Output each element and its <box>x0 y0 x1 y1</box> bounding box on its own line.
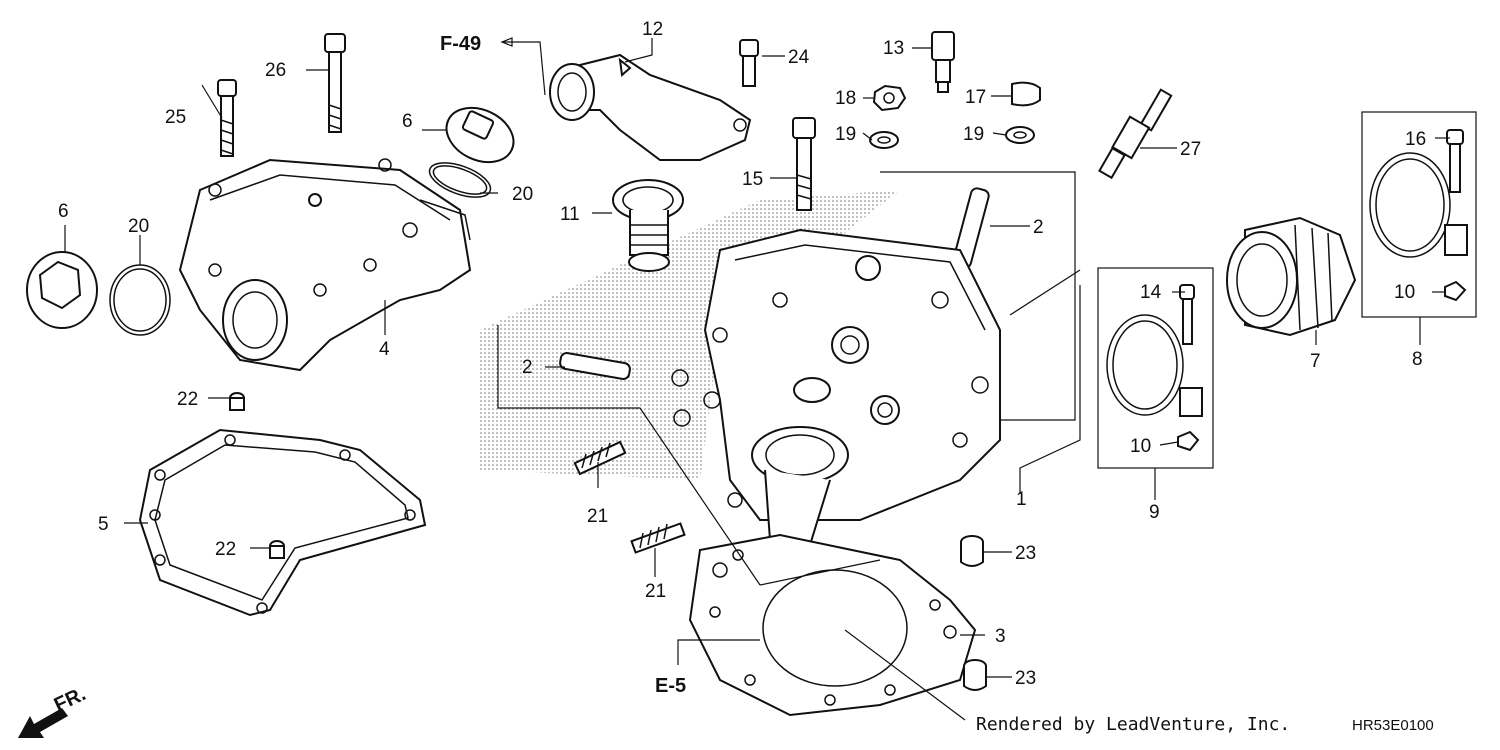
dowel-22-top-part <box>229 392 245 411</box>
callout-4: 4 <box>379 339 390 360</box>
spark-plug-part <box>1098 88 1173 180</box>
leader-lines <box>64 38 1450 721</box>
callout-27: 27 <box>1180 139 1201 160</box>
o-ring-left-part <box>109 264 171 336</box>
washer-19-right-part <box>1005 126 1035 144</box>
callout-21-lower: 21 <box>645 581 666 602</box>
ref-top-arrow-icon <box>500 37 513 47</box>
callout-6-left: 6 <box>58 201 69 222</box>
callout-22-upper: 22 <box>177 389 198 410</box>
callout-10-box8: 10 <box>1394 282 1415 303</box>
sensor-13-part <box>931 31 955 93</box>
group-8-box <box>1361 111 1477 318</box>
bolt-26-part <box>324 33 346 133</box>
o-ring-top-part <box>428 162 492 198</box>
callout-labels: 1 2 2 3 4 5 6 6 7 8 9 10 10 11 12 13 14 … <box>58 19 1426 689</box>
callout-5: 5 <box>98 514 109 535</box>
dowel-23-lower-part <box>963 659 987 691</box>
callout-2-upper: 2 <box>1033 217 1044 238</box>
callout-11: 11 <box>560 204 580 225</box>
head-gasket-part <box>688 533 977 717</box>
plug-top-part <box>445 106 515 164</box>
group-9-box <box>1097 267 1214 469</box>
head-cover-part <box>178 158 472 372</box>
insulator-part <box>1226 216 1357 337</box>
reference-labels: F-49 E-5 <box>440 33 686 697</box>
callout-25: 25 <box>165 107 186 128</box>
diagram-code: HR53E0100 <box>1352 717 1434 734</box>
callout-9: 9 <box>1149 502 1160 523</box>
callout-26: 26 <box>265 60 286 81</box>
stud-21-upper-part <box>573 440 627 476</box>
callout-13: 13 <box>883 38 904 59</box>
callout-23-upper: 23 <box>1015 543 1036 564</box>
bolt-24-part <box>739 39 759 87</box>
callout-21-upper: 21 <box>587 506 608 527</box>
callout-24: 24 <box>788 47 810 68</box>
washer-19-left-part <box>869 131 899 149</box>
callout-2-lower: 2 <box>522 357 533 378</box>
callout-22-lower: 22 <box>215 539 236 560</box>
cover-gasket-part <box>138 428 427 617</box>
stud-21-lower-part <box>630 522 686 554</box>
ref-bottom-label: E-5 <box>655 675 686 697</box>
plug-left-part <box>26 251 98 329</box>
callout-3: 3 <box>995 626 1006 647</box>
callout-7: 7 <box>1310 351 1321 372</box>
nut-17-part <box>1011 81 1041 107</box>
callout-6-top: 6 <box>402 111 413 132</box>
thermostat-cover-part <box>549 53 752 161</box>
dowel-22-bottom-part <box>269 540 285 559</box>
callout-1: 1 <box>1016 489 1027 510</box>
nut-18-part <box>872 84 907 112</box>
callout-19-right: 19 <box>963 124 984 145</box>
callout-15: 15 <box>742 169 763 190</box>
dowel-23-upper-part <box>960 535 984 567</box>
callout-17: 17 <box>965 87 986 108</box>
front-indicator: FR. <box>18 683 89 738</box>
cylinder-head-part <box>671 228 1001 574</box>
callout-14: 14 <box>1140 282 1162 303</box>
credit-text: Rendered by LeadVenture, Inc. <box>976 714 1290 735</box>
callout-18: 18 <box>835 88 856 109</box>
front-arrow-icon <box>18 708 68 738</box>
thermostat-part <box>612 179 684 272</box>
callout-12: 12 <box>642 19 663 40</box>
bolt-15-part <box>792 117 816 211</box>
callout-8: 8 <box>1412 349 1423 370</box>
ref-top-label: F-49 <box>440 33 481 55</box>
callout-16: 16 <box>1405 129 1426 150</box>
valve-guide-lower-part <box>559 351 631 381</box>
callout-20-top: 20 <box>512 184 533 205</box>
callout-19-left: 19 <box>835 124 856 145</box>
callout-20-left: 20 <box>128 216 149 237</box>
callout-23-lower: 23 <box>1015 668 1036 689</box>
bolt-25-part <box>217 79 237 157</box>
callout-10-box9: 10 <box>1130 436 1151 457</box>
